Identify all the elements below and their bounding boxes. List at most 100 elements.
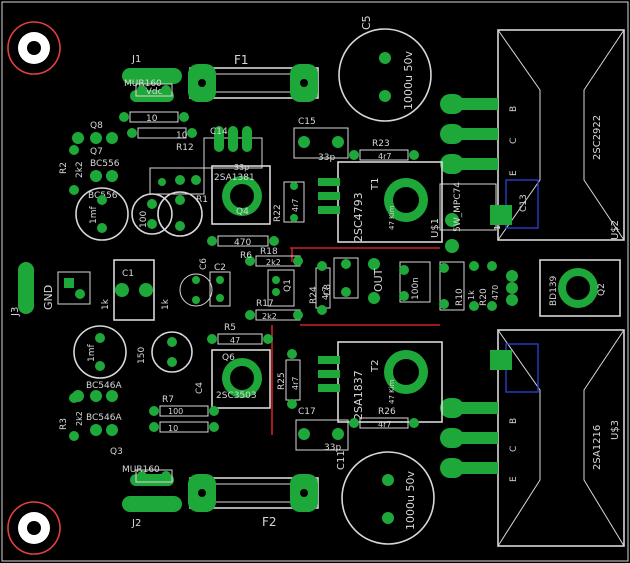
connector-j1: J1 9Vdc xyxy=(122,54,182,102)
resistor-r22-ref: R22 xyxy=(273,204,283,222)
pin-e-bottom: E xyxy=(509,476,519,482)
diode-d7-part: MUR160 xyxy=(124,79,162,89)
connector-j2-label: J2 xyxy=(131,518,141,529)
transistor-q8-part: BC556 xyxy=(90,159,120,169)
transistor-q1: Q1 xyxy=(267,269,295,307)
capacitor-c2: C2 xyxy=(209,263,231,307)
capacitor-c15-value: 33p xyxy=(318,153,335,163)
label-1k-a: 1k xyxy=(101,298,111,310)
resistor-r5-ref: R5 xyxy=(224,323,236,333)
resistor-r23: R23 4r7 xyxy=(349,139,419,161)
resistor-r24: R24 4r7 xyxy=(309,261,331,315)
transistor-q3: BC546A Q3 xyxy=(86,413,123,457)
transistor-q2-part: BD139 xyxy=(549,275,559,306)
traces xyxy=(271,247,440,435)
transistor-t1-tab: 47 Kim xyxy=(388,205,396,230)
resistor-r17: R17 2k2 xyxy=(245,299,303,321)
connector-j3-label: J3 xyxy=(10,307,21,317)
transistor-q4-ref: Q4 xyxy=(236,207,249,217)
transistor-q1-ref: Q1 xyxy=(283,279,293,292)
capacitor-c5: C5 1000u 50v xyxy=(338,15,432,122)
pin-b-top: B xyxy=(509,106,519,112)
capacitor-c13: C13 xyxy=(519,194,529,212)
transistor-q6: 2SC3503 Q6 xyxy=(211,349,271,409)
resistor-r3-ref: R3 xyxy=(59,418,69,430)
fuse-f2-label: F2 xyxy=(262,515,277,529)
resistor-r5: R5 47 xyxy=(207,323,273,345)
cap-1mf-top: 1mf xyxy=(75,187,129,241)
capacitor-c6: C6 xyxy=(179,258,213,307)
capacitor-c15-label: C15 xyxy=(298,117,316,127)
label-9vdc: 9Vdc xyxy=(140,87,163,97)
transistor-t2: 2SA1837 T2 47 Kim xyxy=(318,341,443,423)
transistor-q4-part: 2SA1381 xyxy=(214,173,255,183)
cap-1mf-bottom: 1mf xyxy=(73,325,127,379)
transistor-t2-tab: 47 Kim xyxy=(388,379,396,404)
capacitor-c11: 1000u 50v C11 xyxy=(336,450,435,545)
transistor-q7: BC556 Q7 xyxy=(88,147,118,201)
resistor-r7-ref: R7 xyxy=(162,395,174,405)
connector-j1-label: J1 xyxy=(131,54,141,65)
diode-d8-part: MUR160 xyxy=(122,465,160,475)
capacitor-c11-label: C11 xyxy=(336,450,347,470)
transistor-q3-ref: Q3 xyxy=(110,447,123,457)
mounting-hole-top-left xyxy=(7,21,61,75)
output-terminal: OUT xyxy=(368,258,385,304)
resistor-r7-value: 100 xyxy=(168,407,183,416)
transistor-q6-ref: Q6 xyxy=(222,353,235,363)
resistor-r7: R7 100 xyxy=(149,395,219,417)
pin-e-top: E xyxy=(509,170,519,176)
resistor-r25: R25 4r7 xyxy=(277,349,301,409)
u1-part: 5W_MPC74 xyxy=(453,182,463,232)
capacitor-c14-label: C14 xyxy=(210,127,228,137)
transistor-t1-part: 2SC4793 xyxy=(352,192,365,242)
pin-c-bottom: C xyxy=(509,446,519,452)
resistor-r26-ref: R26 xyxy=(378,407,396,417)
fuse-f1-label: F1 xyxy=(234,53,249,67)
transistor-q2: BD139 Q2 xyxy=(506,259,621,317)
capacitor-c6-label: C6 xyxy=(199,258,209,270)
resistor-r12-ref: R12 xyxy=(176,143,194,153)
heatsink-pads xyxy=(440,94,498,478)
blue-markers xyxy=(490,179,539,393)
cap-1mf-bottom-label: 1mf xyxy=(87,344,97,362)
resistor-r20: R20 470 xyxy=(469,261,500,311)
transistor-q8-ref: Q8 xyxy=(90,121,103,131)
resistor-r18-ref: R18 xyxy=(260,247,278,257)
resistor-r24-ref: R24 xyxy=(309,286,319,304)
capacitor-c15: C15 33p xyxy=(293,117,349,163)
resistor-r3: R3 2k2 xyxy=(59,393,84,441)
resistor-r2-ref: R2 xyxy=(59,162,69,174)
transistor-q2-ref: Q2 xyxy=(597,283,607,296)
capacitor-c8: C8 xyxy=(323,257,359,299)
resistor-r1: R1 xyxy=(149,167,208,205)
cap-1mf-top-label: 1mf xyxy=(89,206,99,224)
capacitor-c17: C17 33p xyxy=(295,407,349,453)
diode-d7: MUR160 xyxy=(124,79,173,97)
capacitor-c2-label: C2 xyxy=(214,263,226,273)
resistor-r10-ref: R10 xyxy=(455,288,465,306)
resistor-r6-ref: R6 xyxy=(240,251,252,261)
capacitor-c1-label: C1 xyxy=(122,269,134,279)
resistor-r12-value: 10 xyxy=(176,131,188,141)
resistor-r20-ref: R20 xyxy=(479,288,489,306)
fuse-f1: F1 xyxy=(188,53,319,102)
fuse-f2: F2 xyxy=(188,474,319,529)
cap-100-top-label: 100 xyxy=(139,211,149,228)
transistor-q6-part: 2SC3503 xyxy=(216,391,257,401)
cap-round-mid xyxy=(157,191,203,237)
capacitor-c4: C4 xyxy=(195,382,205,394)
resistor-r20-470: 470 xyxy=(207,235,279,248)
resistor-r2-value: 2k2 xyxy=(75,161,85,178)
transistor-q7-ref: Q7 xyxy=(90,147,103,157)
resistor-r17-ref: R17 xyxy=(256,299,274,309)
resistor-r17-value: 2k2 xyxy=(262,312,277,321)
resistor-r18: R18 2k2 xyxy=(245,247,303,267)
resistor-bottom-10: 10 xyxy=(149,421,219,433)
capacitor-c5-label: C5 xyxy=(360,15,373,30)
resistor-r5-value: 47 xyxy=(230,336,240,345)
resistor-r22-value: 4r7 xyxy=(291,199,300,212)
capacitor-c4-label: C4 xyxy=(195,382,205,394)
resistor-r10: R10 1k xyxy=(439,261,476,311)
